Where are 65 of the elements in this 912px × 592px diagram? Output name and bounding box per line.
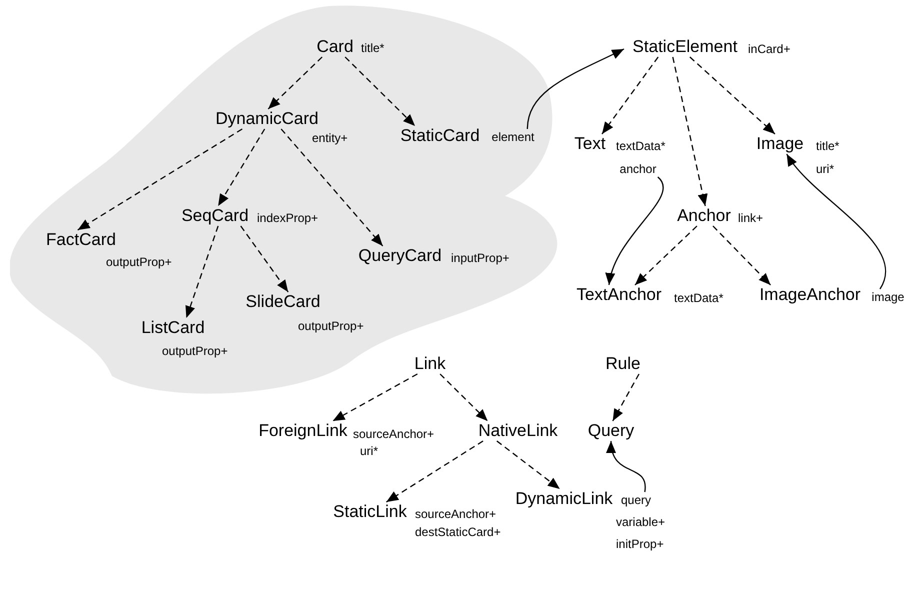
attribute-label: outputProp+ (298, 318, 364, 334)
attribute-label: textData* (616, 138, 666, 154)
attribute-label: title* (361, 40, 384, 56)
attribute-label: inCard+ (748, 41, 790, 57)
class-name: StaticLink (327, 502, 413, 522)
dashed-arrow (496, 440, 560, 490)
dashed-arrow (77, 128, 243, 231)
dashed-arrow (186, 226, 219, 318)
attribute-label: inputProp+ (451, 250, 510, 266)
class-name: Query (582, 421, 640, 441)
attribute-label: anchor (616, 161, 660, 177)
attribute-label: sourceAnchor+ (415, 506, 496, 522)
dashed-arrow (612, 374, 640, 422)
class-name: QueryCard (352, 246, 448, 266)
dashed-arrow (440, 374, 488, 422)
class-name: TextAnchor (569, 285, 669, 305)
attribute-label: sourceAnchor+ (353, 426, 434, 442)
curved-arrow (606, 176, 664, 286)
dashed-arrow (386, 440, 484, 502)
class-name: FactCard (40, 230, 122, 250)
class-name: ImageAnchor (752, 285, 868, 305)
attribute-label: textData* (674, 290, 724, 306)
class-name: ListCard (136, 318, 210, 338)
class-name: Card (312, 37, 358, 57)
attribute-label: variable+ (616, 514, 666, 530)
class-name: Text (570, 134, 610, 154)
curved-arrow (786, 154, 886, 290)
attribute-label: element (489, 129, 537, 145)
attribute-label: uri* (816, 161, 834, 177)
class-name: SlideCard (240, 292, 326, 312)
attribute-label: image (868, 289, 908, 305)
attribute-label: entity+ (312, 130, 348, 146)
class-name: Anchor (672, 206, 736, 226)
class-name: StaticElement (624, 37, 746, 57)
attribute-label: outputProp+ (106, 254, 172, 270)
dashed-arrow (689, 56, 776, 134)
dashed-arrow (672, 56, 708, 206)
class-name: NativeLink (472, 421, 564, 441)
dashed-arrow (634, 226, 698, 286)
class-name: Link (409, 354, 451, 374)
class-name: Rule (603, 354, 643, 374)
attribute-label: outputProp+ (162, 343, 228, 359)
attribute-label: initProp+ (616, 536, 664, 552)
dashed-arrow (240, 226, 289, 292)
attribute-label: query (614, 492, 658, 508)
class-name: DynamicLink (512, 489, 616, 509)
dashed-arrow (712, 226, 771, 286)
class-name: SeqCard (176, 206, 254, 226)
class-name: ForeignLink (255, 421, 351, 441)
attribute-label: indexProp+ (257, 210, 318, 226)
attribute-label: destStaticCard+ (415, 524, 501, 540)
attribute-label: link+ (738, 210, 764, 226)
dashed-arrow (268, 56, 323, 110)
class-name: Image (752, 134, 808, 154)
attribute-label: uri* (360, 443, 378, 459)
curved-arrow (526, 48, 624, 130)
attribute-label: title* (816, 138, 840, 154)
class-name: StaticCard (392, 126, 488, 146)
dashed-arrow (332, 373, 418, 422)
dashed-arrow (344, 56, 416, 126)
curved-arrow (607, 440, 646, 492)
dashed-arrow (602, 56, 659, 134)
class-name: DynamicCard (208, 109, 326, 129)
dashed-arrow (218, 128, 266, 206)
dashed-arrow (280, 128, 384, 246)
